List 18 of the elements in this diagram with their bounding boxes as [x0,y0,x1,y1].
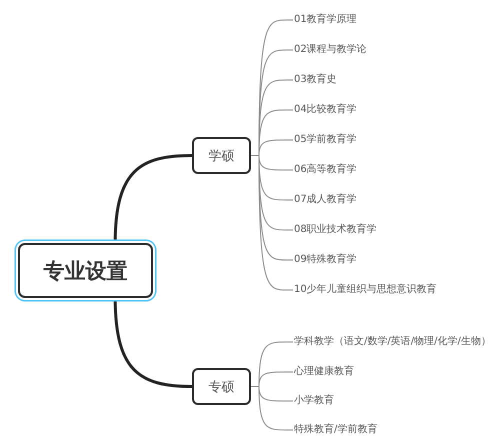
topic-label: 06高等教育学 [293,162,357,178]
topic-label: 04比较教育学 [293,102,357,118]
topic-label: 特殊教育/学前教育 [293,422,378,438]
topic-label: 03教育史 [293,72,337,88]
topic-label: 10少年儿童组织与思想意识教育 [293,282,437,298]
topic-label: 学科教学（语文/数学/英语/物理/化学/生物） [293,334,491,350]
topic-label: 07成人教育学 [293,192,357,208]
subtopic-box: 学硕 [192,137,251,174]
topic-label: 02课程与教学论 [293,42,367,58]
topic-label: 心理健康教育 [293,364,354,380]
topic-label: 09特殊教育学 [293,252,357,268]
topic-label: 08职业技术教育学 [293,222,377,238]
subtopic-box: 专硕 [192,368,251,405]
connector-line [250,386,294,430]
topic-label: 05学前教育学 [293,132,357,148]
connector-line [250,155,294,290]
topic-label: 01教育学原理 [293,12,357,28]
topic-label: 小学教育 [293,393,334,409]
